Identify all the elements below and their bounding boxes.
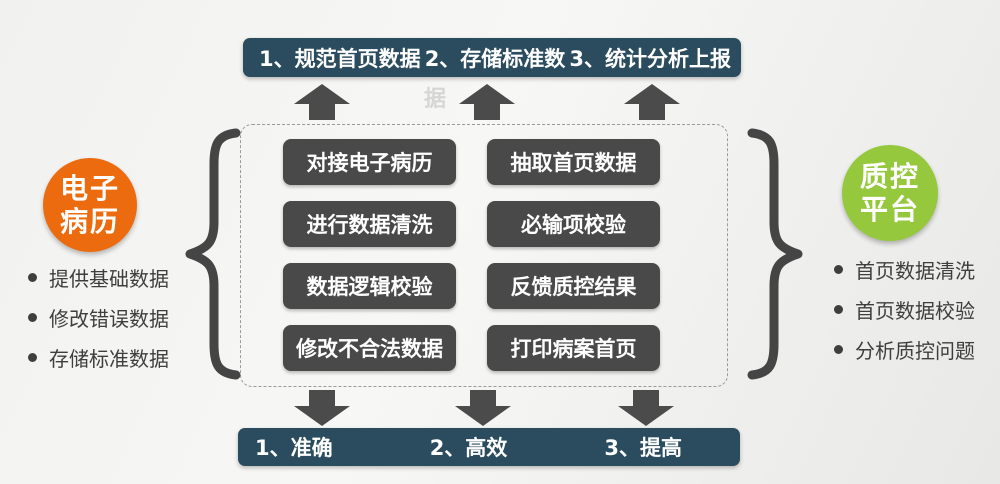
- emr-circle-badge: 电子 病历: [43, 158, 137, 252]
- list-item: 首页数据校验: [834, 289, 975, 329]
- bullet-dot-icon: [834, 304, 843, 314]
- bottom-banner: 1、准确 2、高效 3、提高: [238, 428, 740, 466]
- process-box: 必输项校验: [487, 201, 660, 247]
- up-arrow-icon: [624, 84, 680, 120]
- up-arrow-icon: [459, 84, 515, 120]
- list-item: 首页数据清洗: [834, 249, 975, 289]
- process-box: 修改不合法数据: [283, 325, 456, 371]
- qc-bullet-list: 首页数据清洗 首页数据校验 分析质控问题: [834, 249, 975, 369]
- bullet-label: 首页数据清洗: [855, 258, 975, 283]
- process-box: 对接电子病历: [283, 139, 456, 185]
- bullet-dot-icon: [834, 344, 843, 354]
- emr-circle-label-line2: 病历: [59, 205, 120, 238]
- bullet-label: 存储标准数据: [49, 346, 169, 371]
- emr-circle-label-line1: 电子: [59, 171, 120, 205]
- bullet-dot-icon: [834, 264, 843, 274]
- qc-circle-label-line1: 质控: [859, 159, 920, 193]
- process-box: 反馈质控结果: [487, 263, 660, 309]
- qc-circle-label-line2: 平台: [859, 193, 920, 226]
- bullet-label: 提供基础数据: [49, 266, 169, 291]
- process-box: 打印病案首页: [487, 325, 660, 371]
- bullet-label: 修改错误数据: [49, 306, 169, 331]
- top-banner: 1、规范首页数据 2、存储标准数 3、统计分析上报: [243, 38, 741, 77]
- down-arrow-icon: [618, 390, 674, 426]
- bullet-dot-icon: [28, 312, 37, 322]
- top-banner-item-1: 1、规范首页数据: [259, 46, 421, 71]
- qc-circle-badge: 质控 平台: [842, 145, 938, 241]
- down-arrow-icon: [294, 390, 350, 426]
- down-arrow-icon: [455, 390, 511, 426]
- process-container: [240, 124, 728, 387]
- process-box: 抽取首页数据: [487, 139, 660, 185]
- list-item: 提供基础数据: [28, 257, 169, 297]
- list-item: 分析质控问题: [834, 329, 975, 369]
- bullet-dot-icon: [28, 352, 37, 362]
- list-item: 修改错误数据: [28, 297, 169, 337]
- up-arrow-icon: [294, 84, 350, 120]
- bullet-dot-icon: [28, 272, 37, 282]
- emr-bullet-list: 提供基础数据 修改错误数据 存储标准数据: [28, 257, 169, 377]
- bullet-label: 分析质控问题: [855, 338, 975, 363]
- bottom-banner-item-2: 2、高效: [429, 436, 508, 460]
- bottom-banner-item-1: 1、准确: [255, 436, 333, 460]
- left-brace-icon: [185, 128, 241, 380]
- list-item: 存储标准数据: [28, 337, 169, 377]
- right-brace-icon: [747, 128, 803, 380]
- bottom-banner-item-3: 3、提高: [604, 436, 682, 460]
- top-banner-item-3: 3、统计分析上报: [569, 46, 731, 71]
- process-box: 进行数据清洗: [283, 201, 456, 247]
- bullet-label: 首页数据校验: [855, 298, 975, 323]
- top-banner-item-2: 2、存储标准数: [424, 46, 566, 71]
- process-box: 数据逻辑校验: [283, 263, 456, 309]
- overflow-character: 据: [424, 87, 447, 112]
